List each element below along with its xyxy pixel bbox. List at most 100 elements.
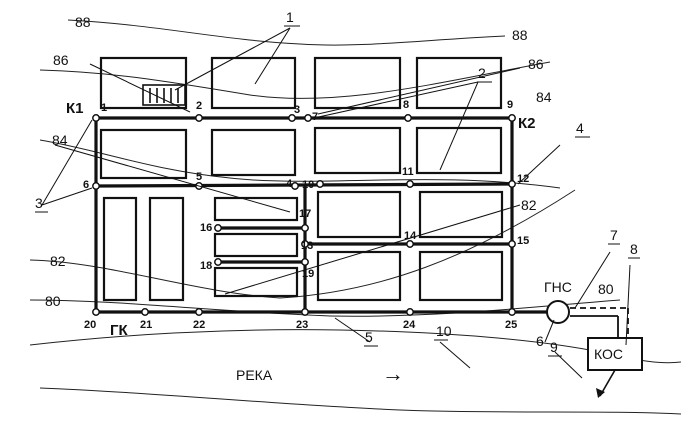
manhole-icon [508,180,516,188]
node-label: 21 [140,319,152,331]
node-label: 6 [83,179,89,191]
block [213,196,299,222]
block [418,250,504,302]
manhole-icon [404,114,412,122]
manhole-icon [195,308,203,316]
well-k2-label: К2 [518,115,536,132]
node-label: 24 [403,319,416,331]
callout-label: 3 [35,195,43,211]
manhole-icon [301,308,309,316]
manhole-icon [288,114,296,122]
node-label: 16 [200,222,212,234]
node-label: 8 [403,99,409,111]
node-label: 11 [402,166,414,178]
manhole-icon [301,240,309,248]
river-label: РЕКА [236,367,273,383]
node-label: 15 [517,235,529,247]
manhole-icon [406,308,414,316]
node-label: 22 [193,319,205,331]
node-label: 1 [101,102,107,114]
block [99,128,188,180]
callout-leaders [35,25,640,379]
pump-station-icon [546,300,570,324]
manhole-icon [301,224,309,232]
gns-label: ГНС [544,279,572,295]
node-label: 7 [312,111,318,123]
callout-label: 4 [576,120,584,136]
elevation-label: 86 [528,56,544,72]
manhole-icon [316,180,324,188]
callout-label: 5 [365,329,373,345]
node-label: 9 [507,99,513,111]
discharge-arrow-icon [596,388,605,398]
elevation-marks: 88 88 86 86 84 84 82 82 80 80 [45,14,614,309]
node-label: 3 [294,104,300,116]
elevation-label: 84 [536,89,552,105]
elevation-label: 88 [512,27,528,43]
block [99,56,188,110]
callout-label: 6 [536,333,544,349]
manhole-icon [508,308,516,316]
manholes [92,114,516,316]
factory-icon [142,84,186,106]
kos-label: КОС [594,346,623,362]
block [418,190,504,239]
callout-numbers: 1 2 3 4 5 6 7 8 9 10 [35,9,638,355]
elevation-leaders [54,63,521,295]
elevation-label: 88 [75,14,91,30]
city-blocks [99,56,504,302]
block [213,232,299,258]
node-label: 18 [200,260,212,272]
block [415,56,503,110]
callout-label: 7 [610,227,618,243]
block [316,190,402,239]
callout-label: 2 [478,65,486,81]
manhole-icon [92,308,100,316]
manhole-icon [304,114,312,122]
manhole-icon [141,308,149,316]
manhole-icon [195,114,203,122]
node-label: 2 [196,100,202,112]
manhole-icon [214,258,222,266]
block [415,126,503,175]
node-label: 13 [301,240,313,252]
node-label: 25 [505,319,517,331]
manhole-icon [508,114,516,122]
elevation-label: 80 [45,293,61,309]
manhole-icon [301,258,309,266]
block [210,128,297,177]
node-label: 10 [302,179,314,191]
elevation-label: 82 [50,253,66,269]
contour-lines [29,19,621,317]
manhole-icon [406,240,414,248]
well-k1-label: К1 [66,100,84,117]
block [313,126,402,175]
flow-arrow-icon: → [382,361,404,386]
node-label: 19 [302,268,314,280]
node-label: 20 [84,319,96,331]
manhole-icon [508,240,516,248]
elevation-label: 82 [521,197,537,213]
node-label: 5 [196,171,202,183]
manhole-icon [406,180,414,188]
callout-label: 1 [286,9,294,25]
elevation-label: 84 [52,132,68,148]
callout-label: 8 [630,241,638,257]
block [102,196,138,302]
node-label: 23 [296,319,308,331]
well-gk-label: ГК [110,322,129,339]
manhole-icon [92,182,100,190]
block [210,56,297,110]
elevation-label: 80 [598,281,614,297]
node-label: 17 [299,208,311,220]
manhole-icon [291,182,299,190]
block [213,266,299,298]
node-label: 4 [286,178,293,190]
callout-label: 10 [436,323,452,339]
block [148,196,185,302]
elevation-label: 86 [53,52,69,68]
callout-label: 9 [550,339,558,355]
manhole-icon [214,224,222,232]
